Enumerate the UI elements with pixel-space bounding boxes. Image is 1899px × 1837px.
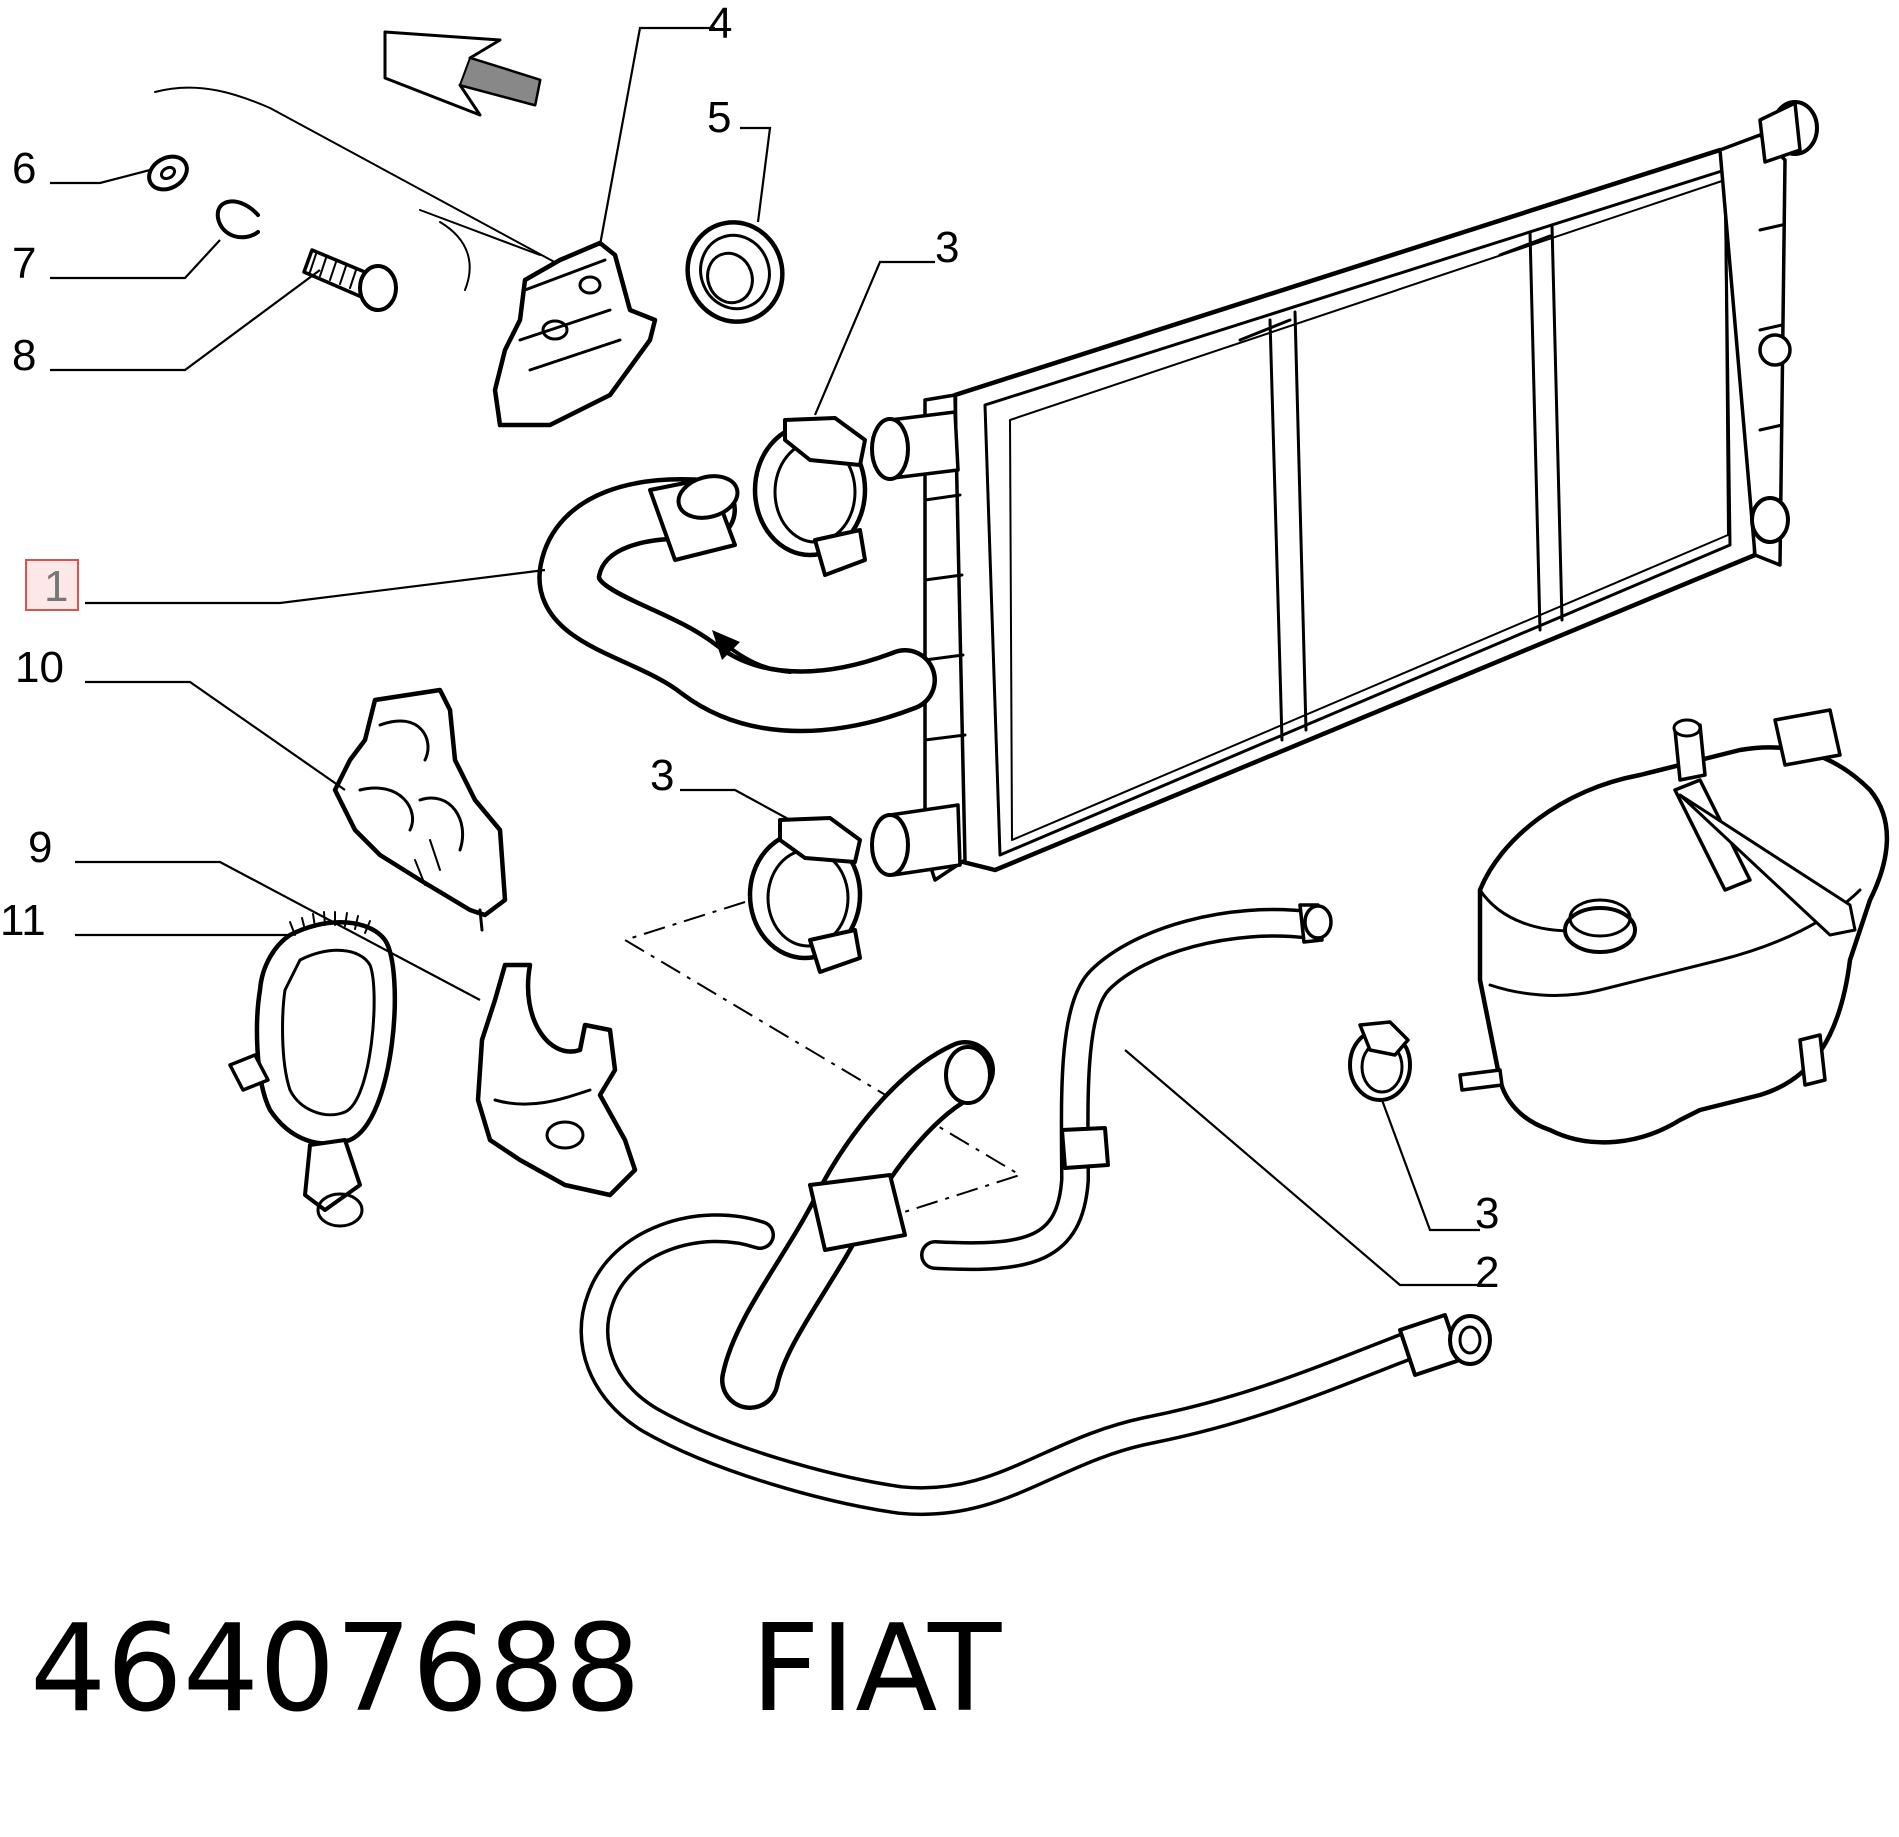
leader-3c	[1380, 1099, 1480, 1232]
washer-part	[147, 154, 189, 192]
hose-support-bracket-part	[332, 687, 508, 932]
grommet-part	[685, 220, 785, 324]
hose-clamp-upper-part	[752, 416, 868, 577]
callout-4: 4	[708, 0, 732, 48]
leader-5	[740, 126, 772, 223]
lower-hose-assembly-part	[579, 903, 1492, 1517]
callout-3-lower: 3	[650, 751, 674, 800]
callout-2: 2	[1475, 1248, 1499, 1297]
leader-2	[1124, 1049, 1480, 1287]
callout-7: 7	[12, 239, 36, 288]
brand-name: FIAT	[750, 1600, 1002, 1739]
leader-7	[50, 239, 221, 280]
leader-3b	[680, 788, 791, 821]
hose-clamp-lower-part	[747, 816, 863, 974]
cable-tie-clip-part	[228, 911, 398, 1228]
callout-11: 11	[0, 896, 46, 945]
callout-8: 8	[12, 331, 36, 380]
leader-9	[75, 860, 481, 1001]
part-number: 46407688	[30, 1600, 641, 1739]
callout-1-highlight	[25, 559, 79, 611]
leader-3a	[813, 260, 935, 416]
leader-4	[598, 26, 715, 246]
circlip-part	[215, 199, 260, 240]
callout-3-small: 3	[1475, 1189, 1499, 1238]
callout-5: 5	[707, 93, 731, 142]
callout-3-upper: 3	[935, 223, 959, 272]
half-ring-bracket-part	[475, 962, 638, 1198]
bolt-part	[302, 248, 398, 312]
hose-clamp-small-part	[1348, 1020, 1412, 1102]
guide-line	[154, 86, 561, 266]
radiator-part	[870, 100, 1819, 882]
callout-6: 6	[12, 144, 36, 193]
leader-1	[85, 568, 546, 605]
callout-1: 1	[44, 562, 68, 611]
leader-10	[85, 680, 346, 791]
guide-line-curve	[419, 209, 541, 291]
mounting-bracket-part	[492, 240, 658, 428]
direction-arrow-icon	[383, 30, 542, 117]
callout-9: 9	[28, 823, 52, 872]
expansion-tank-part	[1458, 708, 1890, 1145]
callout-10: 10	[15, 643, 64, 692]
upper-radiator-hose-part	[537, 474, 937, 734]
leader-6	[50, 168, 151, 185]
dashed-guide	[622, 901, 1023, 1216]
leader-8	[50, 269, 321, 372]
part-caption: 46407688 FIAT	[30, 1600, 1001, 1739]
